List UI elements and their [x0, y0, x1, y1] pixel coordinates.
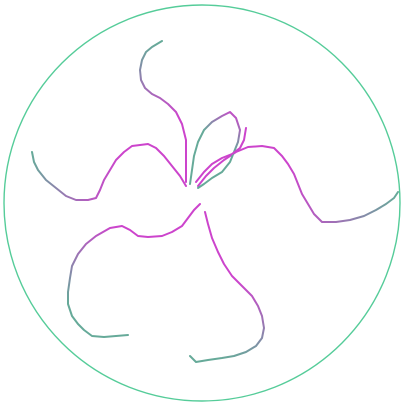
stroke-left [31, 143, 187, 201]
stroke-up [139, 40, 187, 183]
stroke-bottom [189, 211, 265, 363]
stroke-inner-hook [195, 127, 247, 183]
stroke-right [197, 145, 399, 223]
outer-circle [3, 4, 401, 402]
stroke-inner-lobe [189, 111, 241, 189]
stroke-lower-left [67, 203, 201, 338]
